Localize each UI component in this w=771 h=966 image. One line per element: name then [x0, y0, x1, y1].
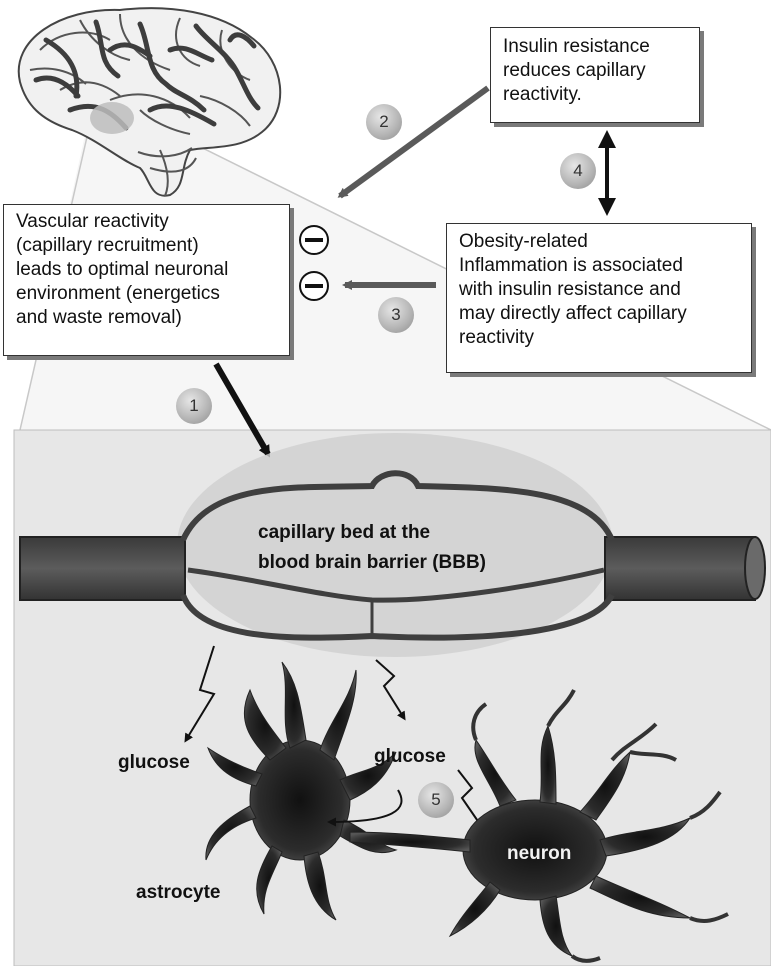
obesity-box-line: Inflammation is associated [459, 255, 683, 276]
obesity-inflammation-box: Obesity-related Inflammation is associat… [446, 223, 752, 373]
arrow-step-4 [598, 130, 616, 216]
obesity-box-line: Obesity-related [459, 231, 588, 252]
step-badge-1: 1 [176, 388, 212, 424]
blood-vessel-right [604, 536, 756, 601]
insulin-resistance-box: Insulin resistance reduces capillary rea… [490, 27, 700, 123]
vascular-box-line: Vascular reactivity [16, 211, 169, 232]
glucose-label-right: glucose [374, 746, 446, 767]
astrocyte-label: astrocyte [136, 882, 221, 903]
step-badge-4: 4 [560, 153, 596, 189]
glucose-arrow-left [184, 645, 216, 743]
inhibition-symbol-lower [299, 271, 329, 301]
step-badge-3: 3 [378, 297, 414, 333]
inhibition-symbol-upper [299, 225, 329, 255]
obesity-box-line: may directly affect capillary [459, 303, 687, 324]
vascular-reactivity-box: Vascular reactivity (capillary recruitme… [3, 204, 290, 356]
vascular-box-line: leads to optimal neuronal [16, 259, 229, 280]
obesity-box-line: with insulin resistance and [459, 279, 681, 300]
vascular-box-line: (capillary recruitment) [16, 235, 199, 256]
neuron-label: neuron [507, 843, 572, 864]
arrow-step-2 [337, 85, 490, 199]
glucose-arrow-right [457, 769, 486, 833]
brain-illustration [17, 7, 282, 197]
glucose-uptake-arrow [327, 789, 403, 827]
arrow-step-1 [213, 362, 271, 458]
capillary-bed-label: blood brain barrier (BBB) [258, 552, 487, 573]
insulin-box-line: reactivity. [503, 84, 582, 105]
capillary-bed-label: capillary bed at the [258, 522, 431, 543]
capillary-bed [19, 433, 766, 657]
glucose-label-left: glucose [118, 752, 190, 773]
insulin-box-line: Insulin resistance [503, 36, 650, 57]
glucose-arrow-center [375, 659, 406, 721]
brain-region-highlight [90, 102, 134, 134]
obesity-box-line: reactivity [459, 327, 534, 348]
step-badge-2: 2 [366, 104, 402, 140]
vascular-box-line: environment (energetics [16, 283, 220, 304]
blood-vessel-left [19, 536, 186, 601]
insulin-box-line: reduces capillary [503, 60, 646, 81]
step-badge-5: 5 [418, 782, 454, 818]
neuron-cell [349, 689, 729, 963]
vascular-box-line: and waste removal) [16, 307, 182, 328]
